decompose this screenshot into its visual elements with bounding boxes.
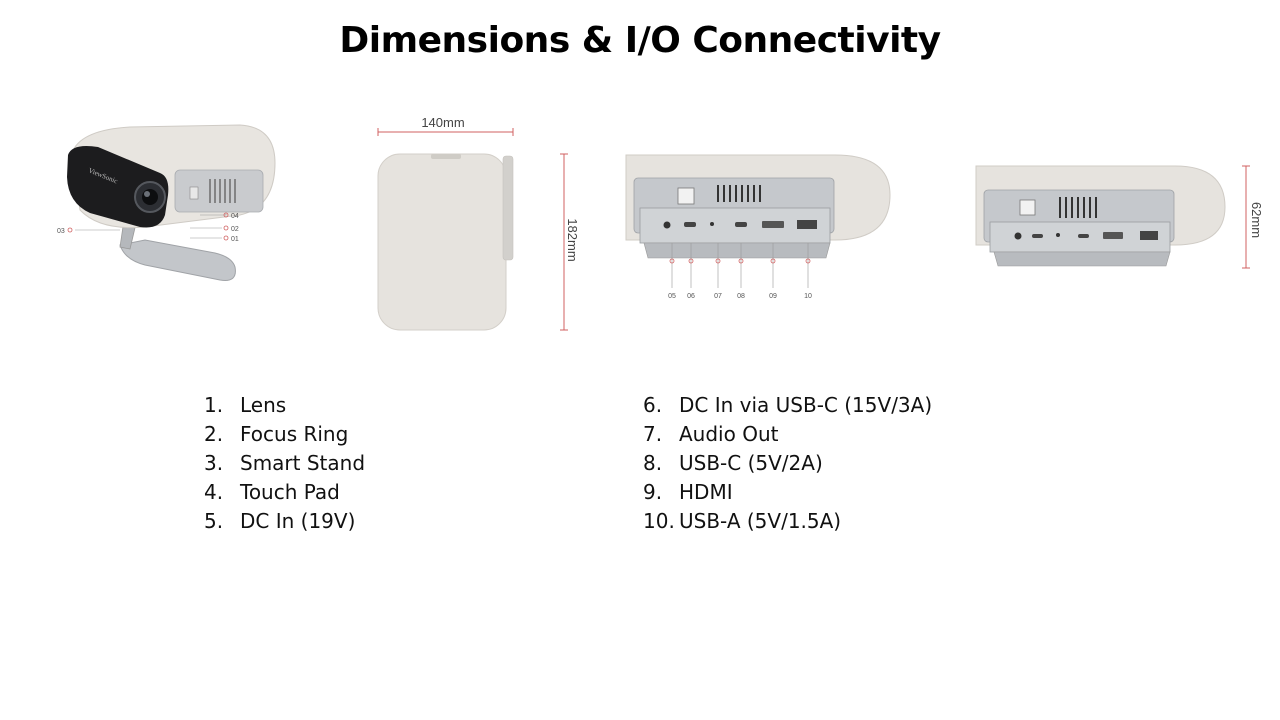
list-item: 4.Touch Pad bbox=[204, 480, 340, 504]
callout-07: 07 bbox=[714, 293, 722, 300]
list-item: 3.Smart Stand bbox=[204, 451, 366, 475]
callout-04: 04 bbox=[231, 213, 239, 220]
list-item: 10.USB-A (5V/1.5A) bbox=[643, 509, 842, 533]
callout-09: 09 bbox=[769, 293, 777, 300]
list-item: 6.DC In via USB-C (15V/3A) bbox=[643, 393, 933, 417]
width-label: 140mm bbox=[421, 115, 464, 130]
callout-03: 03 bbox=[57, 228, 65, 235]
callout-08: 08 bbox=[737, 293, 745, 300]
callout-01: 01 bbox=[231, 236, 239, 243]
depth-label: 182mm bbox=[565, 218, 580, 261]
callout-02: 02 bbox=[231, 226, 239, 233]
projector-top-image: 140mm 182mm bbox=[377, 115, 580, 331]
callout-05: 05 bbox=[668, 293, 676, 300]
list-item: 8.USB-C (5V/2A) bbox=[643, 451, 823, 475]
list-item: 9.HDMI bbox=[643, 480, 733, 504]
feature-list-right: 6.DC In via USB-C (15V/3A) 7.Audio Out 8… bbox=[643, 391, 932, 536]
feature-list-left: 1.Lens 2.Focus Ring 3.Smart Stand 4.Touc… bbox=[204, 391, 365, 536]
slide-title: Dimensions & I/O Connectivity bbox=[339, 20, 941, 61]
list-item: 7.Audio Out bbox=[643, 422, 779, 446]
callout-10: 10 bbox=[804, 293, 812, 300]
callout-06: 06 bbox=[687, 293, 695, 300]
projector-ports-image: 05 06 07 08 09 10 bbox=[625, 154, 891, 300]
list-item: 1.Lens bbox=[204, 393, 287, 417]
projector-side-image: 62mm bbox=[975, 165, 1264, 269]
projector-angle-image: ViewSonic 04 02 01 03 bbox=[57, 124, 276, 281]
height-label: 62mm bbox=[1249, 202, 1264, 238]
list-item: 2.Focus Ring bbox=[204, 422, 349, 446]
list-item: 5.DC In (19V) bbox=[204, 509, 356, 533]
